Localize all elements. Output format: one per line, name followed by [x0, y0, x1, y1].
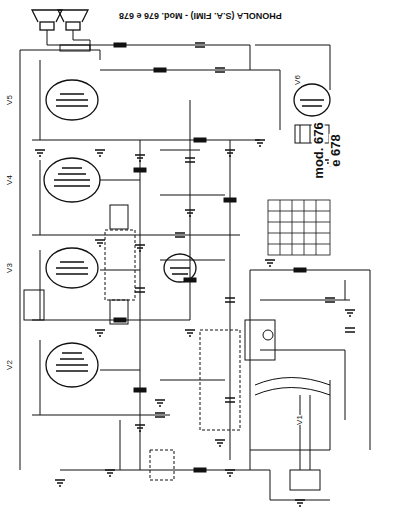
- resistor-symbol: [154, 68, 166, 72]
- ground-symbol: [345, 310, 355, 316]
- ground-symbol: [95, 150, 105, 156]
- tube-label: V6: [294, 75, 302, 85]
- resistor-symbol: [194, 138, 206, 142]
- ground-symbol: [135, 245, 145, 251]
- resistor-symbol: [134, 168, 146, 172]
- transformer-symbol: [24, 45, 329, 360]
- ground-symbol: [55, 480, 65, 486]
- resistor-symbol: [294, 268, 306, 272]
- tube-label: V4: [6, 175, 14, 185]
- tube-label: V1: [296, 415, 304, 425]
- resistor-symbol: [134, 388, 146, 392]
- capacitor-symbol: [135, 288, 145, 292]
- ground-symbol: [135, 155, 145, 161]
- model-label: e 678: [328, 134, 341, 167]
- resistor-symbol: [224, 198, 236, 202]
- resistor-symbol: [194, 468, 206, 472]
- diagram-title: PHONOLA (S.A. FIMI) - Mod. 676 e 678: [119, 11, 282, 20]
- ground-symbol: [155, 400, 165, 406]
- ground-symbol: [95, 330, 105, 336]
- capacitor-symbol: [155, 413, 165, 417]
- ground-symbols: [35, 140, 355, 506]
- model-label: mod. 676: [311, 122, 324, 178]
- capacitor-symbol: [345, 328, 355, 332]
- resistor-symbol: [184, 278, 196, 282]
- ground-symbol: [105, 470, 115, 476]
- capacitor-symbol: [215, 68, 225, 72]
- ground-symbol: [135, 425, 145, 431]
- tube-label: V3: [6, 263, 14, 273]
- ground-symbol: [255, 140, 265, 146]
- ground-symbol: [225, 150, 235, 156]
- ground-symbol: [185, 330, 195, 336]
- capacitor-symbol: [175, 233, 185, 237]
- ground-symbol: [215, 440, 225, 446]
- ground-symbol: [185, 210, 195, 216]
- tube-label: V2: [6, 360, 14, 370]
- capacitor-symbol: [225, 398, 235, 402]
- vacuum-tube-symbol: [44, 80, 330, 387]
- capacitor-symbol: [225, 298, 235, 302]
- resistor-symbol: [114, 43, 126, 47]
- tuning-section: [105, 230, 345, 490]
- switch-table: [268, 200, 330, 255]
- tube-label: V5: [6, 95, 14, 105]
- capacitor-symbol: [195, 43, 205, 47]
- resistor-symbol: [114, 318, 126, 322]
- speaker-symbol: [32, 10, 88, 30]
- ground-symbol: [225, 470, 235, 476]
- resistor-capacitor-symbols: [114, 43, 355, 472]
- capacitor-symbol: [185, 158, 195, 162]
- ground-symbol: [35, 150, 45, 156]
- ground-symbol: [265, 260, 275, 266]
- ground-symbol: [295, 500, 305, 506]
- capacitor-symbol: [325, 298, 335, 302]
- wiring: [20, 30, 370, 500]
- ground-symbol: [95, 240, 105, 246]
